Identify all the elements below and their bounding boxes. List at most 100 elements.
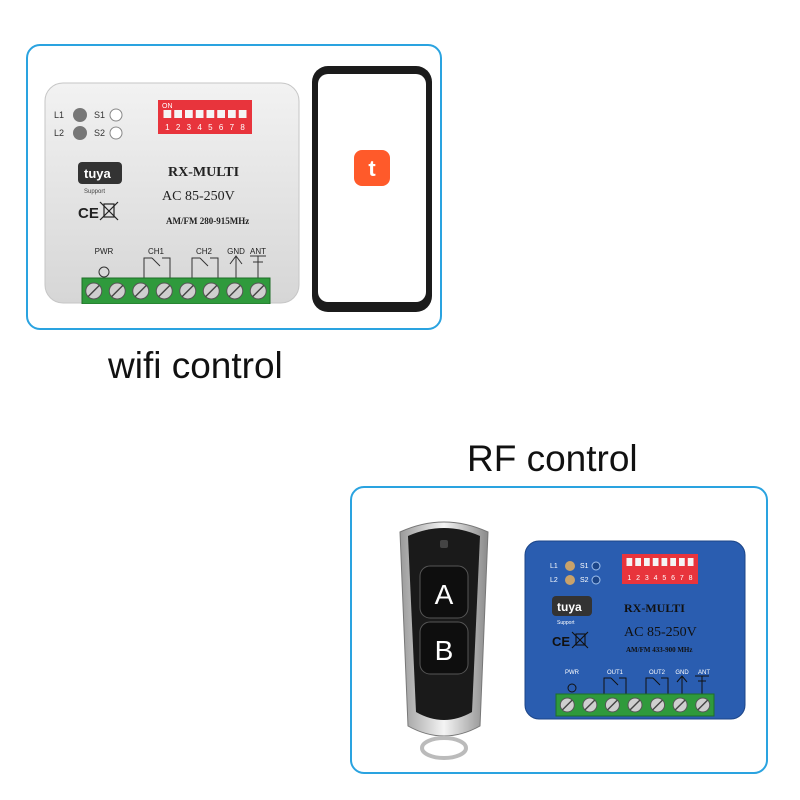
- wifi-dip-number: 8: [240, 123, 245, 132]
- wifi-control-caption: wifi control: [108, 345, 283, 386]
- rf-remote-control: A B: [399, 521, 489, 760]
- rf-terminal-label: GND: [675, 670, 689, 676]
- wifi-screw-slot: [228, 284, 241, 298]
- wifi-terminal-label: CH1: [148, 247, 165, 256]
- wifi-dip-key-2[interactable]: [174, 110, 182, 118]
- rf-dip-key-1[interactable]: [626, 558, 633, 566]
- rf-voltage-text: AC 85-250V: [624, 625, 697, 640]
- rf-dip-key-2[interactable]: [635, 558, 641, 566]
- rf-dip-key-6[interactable]: [670, 558, 676, 566]
- wifi-dip-key-7[interactable]: [228, 110, 236, 118]
- led-label-l1: L1: [54, 110, 64, 120]
- rf-screw-slot: [674, 699, 686, 711]
- wifi-dip-number: 3: [187, 123, 192, 132]
- rf-terminal-label: OUT2: [649, 670, 666, 676]
- frequency-text: AM/FM 280-915MHz: [166, 216, 249, 226]
- rf-control-caption: RF control: [467, 438, 638, 479]
- rf-terminal-label: ANT: [698, 670, 710, 676]
- rf-screw-slot: [584, 699, 596, 711]
- wifi-dip-key-6[interactable]: [217, 110, 225, 118]
- rf-weee-bin-icon: [571, 631, 589, 649]
- rf-dip-key-7[interactable]: [679, 558, 685, 566]
- voltage-text: AC 85-250V: [162, 189, 235, 204]
- rf-switch-label-s1: S1: [580, 563, 589, 570]
- rf-dip-number: 5: [662, 575, 666, 582]
- rf-dip-key-8[interactable]: [687, 558, 694, 566]
- tuya-app-icon[interactable]: [354, 150, 390, 186]
- wifi-dip-key-1[interactable]: [163, 110, 172, 118]
- rf-dip-key-4[interactable]: [652, 558, 659, 566]
- tuya-logo: [78, 162, 122, 184]
- wiring-schematic: [98, 255, 266, 278]
- rf-tuya-logo-text: tuya: [557, 600, 582, 614]
- smartphone: t: [312, 66, 432, 312]
- rf-dip-number: 4: [654, 575, 658, 582]
- wifi-dip-key-4[interactable]: [195, 110, 204, 118]
- wifi-dip-key-8[interactable]: [238, 110, 247, 118]
- switch-label-s1: S1: [94, 110, 105, 120]
- dip-on-label: ON: [162, 103, 173, 110]
- wifi-dip-number: 6: [219, 123, 224, 132]
- wifi-dip-key-5[interactable]: [206, 110, 215, 118]
- rf-terminal-label: OUT1: [607, 670, 624, 676]
- rf-dip-number: 1: [627, 575, 631, 582]
- rf-led-indicator-1: [565, 561, 575, 571]
- wifi-screw-slot: [252, 284, 265, 298]
- rf-tuya-logo: [552, 596, 592, 616]
- rf-wiring-schematic: [567, 675, 709, 694]
- rf-learn-button-1[interactable]: [591, 561, 601, 571]
- wifi-dip-number: 4: [197, 123, 202, 132]
- learn-button-2[interactable]: [109, 126, 123, 140]
- rf-frequency-text: AM/FM 433-900 MHz: [626, 646, 692, 654]
- led-indicator-2: [73, 126, 87, 140]
- remote-button-a[interactable]: [419, 565, 469, 619]
- rf-led-label-l2: L2: [550, 577, 558, 584]
- rf-dip-number: 6: [671, 575, 675, 582]
- weee-bin-icon: [99, 201, 119, 221]
- wifi-dip-key-3[interactable]: [185, 110, 193, 118]
- rf-screw-slot: [697, 699, 709, 711]
- wifi-dip-number: 7: [230, 123, 235, 132]
- learn-button-1[interactable]: [109, 108, 123, 122]
- tuya-support-text: Support: [84, 189, 105, 195]
- rf-dip-key-3[interactable]: [644, 558, 650, 566]
- wifi-screw-slot: [158, 284, 171, 298]
- rf-led-indicator-2: [565, 575, 575, 585]
- remote-button-b[interactable]: [419, 621, 469, 675]
- tuya-logo-text: tuya: [84, 166, 112, 181]
- rf-screw-slot: [652, 699, 663, 711]
- rf-ce-mark: CE: [552, 634, 570, 649]
- rf-tuya-support-text: Support: [557, 620, 575, 626]
- rf-dip-number: 7: [680, 575, 684, 582]
- rf-model-name: RX-MULTI: [624, 601, 685, 615]
- wifi-terminal-label: ANT: [250, 247, 266, 256]
- led-indicator-1: [73, 108, 87, 122]
- wifi-screw-slot: [181, 284, 194, 298]
- wifi-terminal-label: PWR: [95, 247, 114, 256]
- rf-terminal-label: PWR: [565, 670, 580, 676]
- model-name: RX-MULTI: [168, 165, 239, 180]
- rf-dip-number: 3: [645, 575, 649, 582]
- rf-screw-slot: [607, 699, 618, 711]
- rf-switch-label-s2: S2: [580, 577, 589, 584]
- remote-button-a-label: A: [435, 579, 454, 610]
- ce-mark: CE: [78, 205, 99, 222]
- wifi-screw-slot: [111, 284, 124, 298]
- key-ring: [420, 736, 468, 760]
- tuya-app-letter: t: [368, 156, 376, 181]
- remote-led: [440, 540, 448, 548]
- rf-dip-number: 2: [636, 575, 640, 582]
- wifi-terminal-label: GND: [227, 247, 245, 256]
- led-label-l2: L2: [54, 128, 64, 138]
- rf-learn-button-2[interactable]: [591, 575, 601, 585]
- rf-dip-key-5[interactable]: [661, 558, 668, 566]
- rf-led-label-l1: L1: [550, 563, 558, 570]
- switch-label-s2: S2: [94, 128, 105, 138]
- wifi-screw-slot: [134, 284, 147, 298]
- remote-button-b-label: B: [435, 635, 454, 666]
